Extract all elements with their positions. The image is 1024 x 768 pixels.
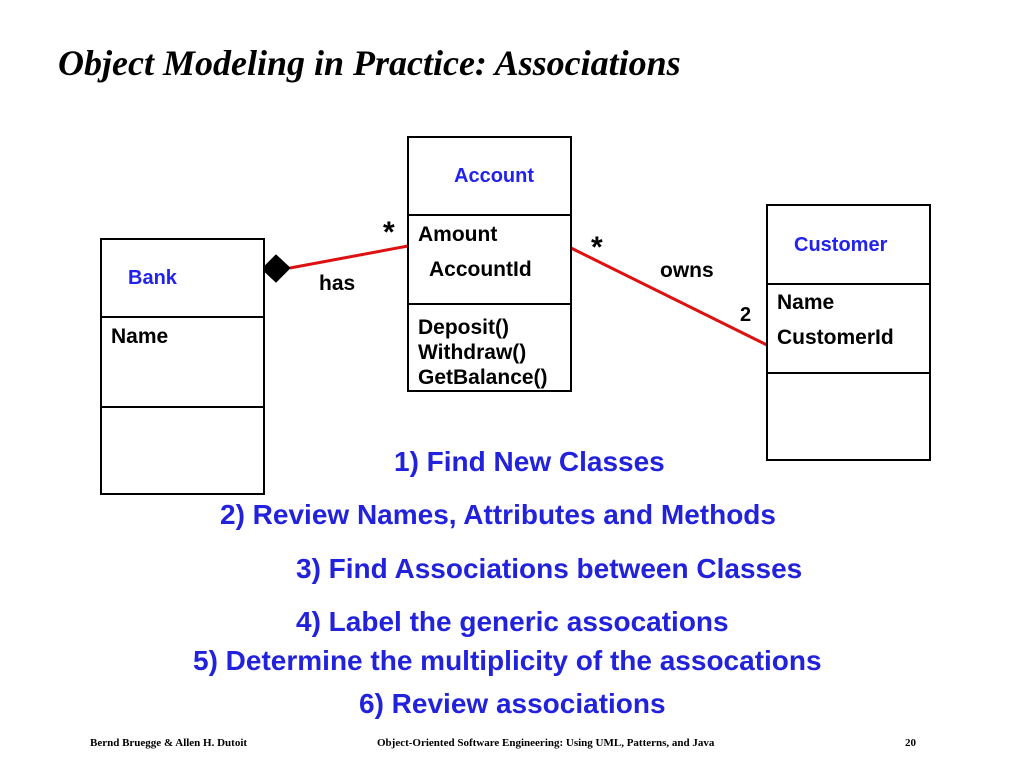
has-association-line <box>289 244 409 270</box>
account-attribute: AccountId <box>429 258 532 281</box>
customer-attributes-compartment <box>768 283 929 374</box>
customer-class: Customer Name CustomerId <box>766 204 931 461</box>
step-3: 3) Find Associations between Classes <box>296 553 803 584</box>
customer-methods-compartment <box>768 372 929 459</box>
account-method: Withdraw() <box>418 341 527 364</box>
customer-class-name: Customer <box>794 234 888 256</box>
bank-class-name: Bank <box>128 267 177 289</box>
account-method: GetBalance() <box>418 366 548 389</box>
customer-attribute: CustomerId <box>777 326 894 349</box>
bank-name-compartment <box>102 240 263 316</box>
bank-methods-compartment <box>102 406 263 493</box>
customer-attribute: Name <box>777 291 835 314</box>
owns-customer-multiplicity: 2 <box>740 304 752 326</box>
footer-authors: Bernd Bruegge & Allen H. Dutoit <box>90 737 248 749</box>
account-attributes-compartment <box>409 214 570 305</box>
step-4: 4) Label the generic assocations <box>296 606 729 637</box>
composition-diamond-icon <box>261 254 291 283</box>
account-attribute: Amount <box>418 223 498 246</box>
bank-attribute: Name <box>111 325 169 348</box>
step-6: 6) Review associations <box>359 688 666 719</box>
owns-account-multiplicity: * <box>591 231 603 264</box>
owns-association-line <box>570 246 768 347</box>
account-class-name: Account <box>454 165 534 187</box>
footer-page-number: 20 <box>905 737 916 749</box>
account-methods-compartment <box>409 303 570 390</box>
owns-association-label: owns <box>660 259 714 282</box>
account-method: Deposit() <box>418 316 509 339</box>
has-account-multiplicity: * <box>383 216 395 249</box>
step-1: 1) Find New Classes <box>394 446 665 477</box>
step-5: 5) Determine the multiplicity of the ass… <box>193 645 822 676</box>
has-association-label: has <box>319 272 356 295</box>
account-class: Account Amount AccountId Deposit() Withd… <box>407 136 572 392</box>
step-2: 2) Review Names, Attributes and Methods <box>220 499 776 530</box>
slide-title: Object Modeling in Practice: Association… <box>58 43 681 83</box>
footer-book-title: Object-Oriented Software Engineering: Us… <box>377 737 715 749</box>
bank-attributes-compartment <box>102 316 263 408</box>
bank-class: Bank Name <box>100 238 265 495</box>
